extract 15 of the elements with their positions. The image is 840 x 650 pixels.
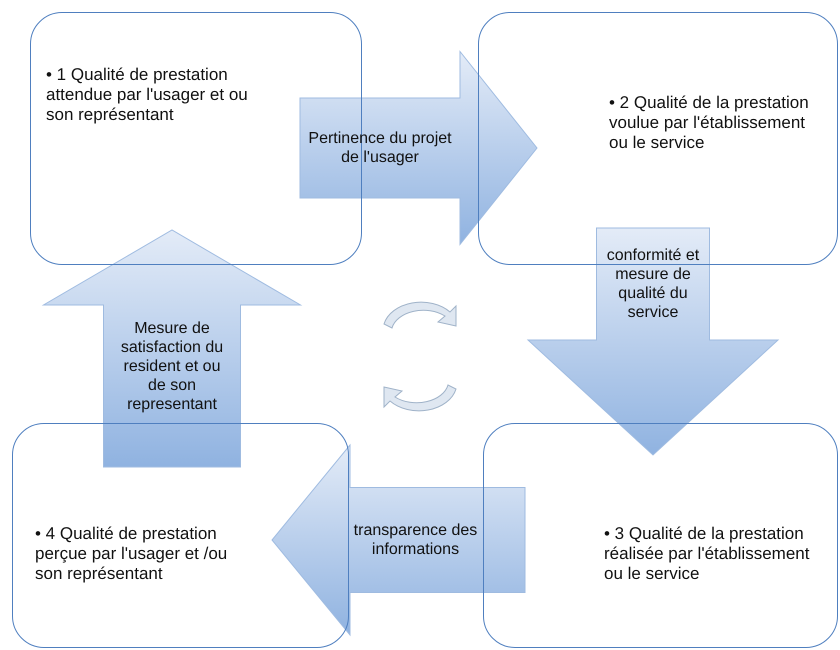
box-text: • 3 Qualité de la prestation réalisée par l'établissement ou le service bbox=[604, 524, 810, 584]
rounded-box bbox=[483, 423, 838, 648]
box-text: • 1 Qualité de prestation attendue par l'usager et ou son représentant bbox=[46, 65, 249, 125]
rounded-box bbox=[478, 12, 838, 265]
box-text: • 2 Qualité de la prestation voulue par l'établissement ou le service bbox=[609, 93, 809, 153]
edge-label: transparence des informations bbox=[352, 521, 478, 559]
edge-label: Pertinence du projet de l'usager bbox=[307, 129, 453, 167]
edge-label: conformité et mesure de qualité du service bbox=[606, 246, 700, 322]
block-arrow bbox=[300, 50, 538, 246]
box-text: • 4 Qualité de prestation perçue par l'usager et /ou son représentant bbox=[35, 524, 228, 584]
edge-label: Mesure de satisfaction du resident et ou de son representant bbox=[120, 318, 224, 414]
block-arrow bbox=[526, 228, 780, 456]
rounded-box bbox=[12, 423, 349, 648]
block-arrow bbox=[42, 229, 302, 468]
block-arrow bbox=[271, 444, 526, 636]
